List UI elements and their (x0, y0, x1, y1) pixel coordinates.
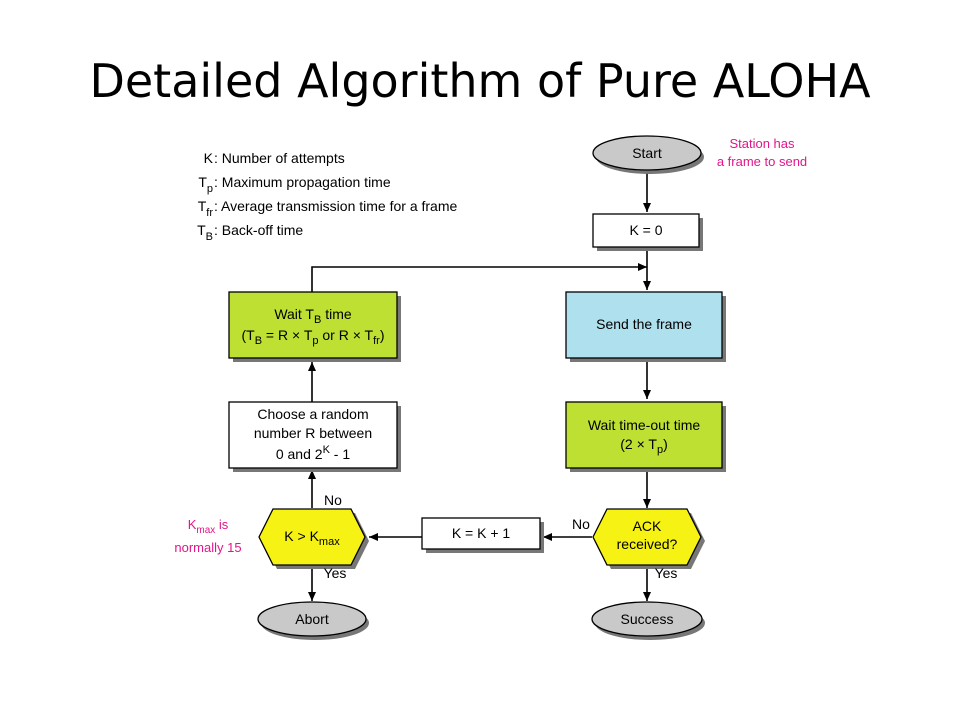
start-node (592, 135, 704, 174)
edge-wait-backoff-loop (311, 263, 647, 292)
wait-backoff-line2: (TB = R × Tp or R × Tfr) (241, 327, 384, 347)
kmax-note-line2: normally 15 (174, 540, 241, 555)
ack-line1: ACK (633, 518, 662, 534)
choose-random-node (228, 401, 401, 472)
legend-description: : Number of attempts (214, 150, 345, 166)
abort-node (257, 601, 369, 640)
legend-description: : Average transmission time for a frame (214, 198, 457, 214)
kmax-compare-label: K > Kmax (284, 528, 340, 548)
edge-label-yes-ack: Yes (655, 565, 678, 581)
wait-backoff-node (228, 291, 401, 362)
legend-symbol: Tfr (198, 198, 214, 219)
k-increment-node (421, 517, 544, 553)
wait-timeout-line1: Wait time-out time (588, 417, 700, 433)
legend-symbol: Tp (198, 174, 213, 195)
success-label: Success (621, 611, 674, 627)
ack-decision-node (592, 508, 705, 569)
station-note-line2: a frame to send (717, 154, 807, 169)
success-node (591, 601, 705, 640)
choose-random-line3: 0 and 2K - 1 (276, 444, 351, 462)
slide-title: Detailed Algorithm of Pure ALOHA (89, 54, 871, 108)
edge-label-no-ack: No (572, 516, 590, 532)
legend-symbol: K (204, 150, 214, 166)
k-init-node (592, 213, 703, 251)
start-label: Start (632, 145, 662, 161)
choose-random-line2: number R between (254, 425, 372, 441)
wait-backoff-line1: Wait TB time (274, 306, 352, 326)
k-increment-label: K = K + 1 (452, 525, 511, 541)
edge-label-yes-compare: Yes (324, 565, 347, 581)
choose-random-line1: Choose a random (257, 406, 368, 422)
wait-timeout-line2: (2 × Tp) (620, 436, 668, 456)
legend-description: : Back-off time (214, 222, 303, 238)
legend-description: : Maximum propagation time (214, 174, 391, 190)
send-frame-label: Send the frame (596, 316, 692, 332)
kmax-note-line1: Kmax is (188, 517, 229, 536)
abort-label: Abort (295, 611, 329, 627)
send-frame-node (565, 291, 726, 362)
station-note-line1: Station has (729, 136, 795, 151)
legend-symbol: TB (197, 222, 213, 243)
edge-label-no-compare: No (324, 492, 342, 508)
kmax-compare-node (258, 508, 369, 569)
k-init-label: K = 0 (629, 222, 662, 238)
ack-line2: received? (617, 536, 678, 552)
wait-timeout-node (565, 401, 726, 472)
